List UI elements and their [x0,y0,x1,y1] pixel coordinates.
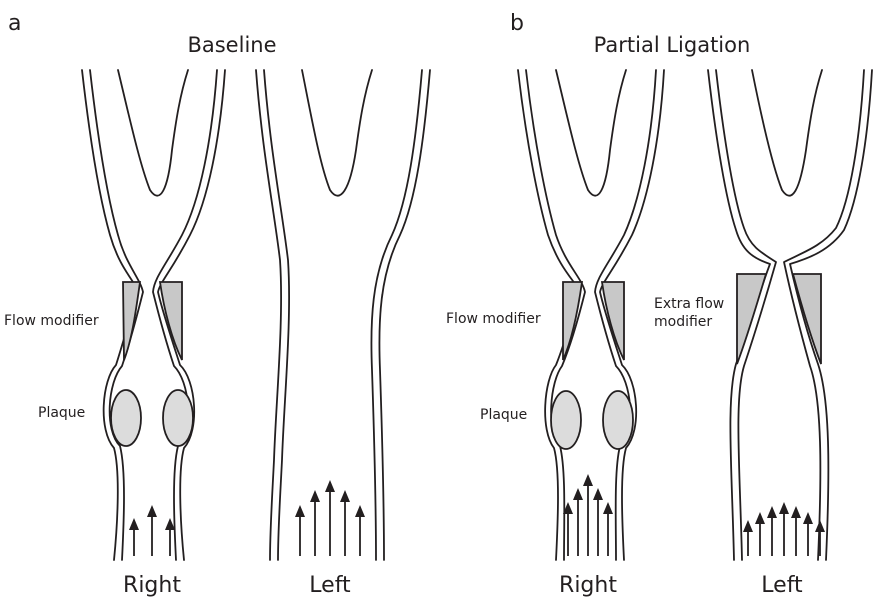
vessel-label-left: Left [309,573,351,598]
vessel-outer-wall-left [256,70,281,560]
plaque-right [603,391,633,449]
vessel-outer-wall-right-inner [371,70,422,560]
flow-arrows-right-a [129,505,175,556]
flow-arrows-left-a [295,480,365,556]
flow-modifier-right [160,282,182,360]
vessel-outer-wall-right [379,70,430,560]
vessel-outer-wall-right [790,70,872,560]
flow-modifier-label: Flow modifier [446,311,541,327]
flow-modifier-left [563,282,582,360]
flow-arrows-left-b [743,502,825,556]
vessel-outer-wall-right-inner [784,70,864,560]
flow-arrows-right-b [563,474,613,556]
flow-modifier-right [602,282,624,360]
panel-a-left-vessel [256,70,430,560]
vessel-outer-wall-right-inner [153,70,217,560]
plaque-label: Plaque [480,407,527,423]
vessel-outer-wall-right-inner [595,70,656,560]
flow-modifier-label: Flow modifier [4,313,99,329]
plaque-left [111,390,141,446]
vessel-bifurcation [752,70,822,196]
extra-flow-modifier-label-line2: modifier [654,314,712,330]
plaque-label: Plaque [38,405,85,421]
vessel-label-right: Right [559,573,617,598]
panel-a-letter: a [8,11,21,36]
plaque-right [163,390,193,446]
extra-flow-modifier-label-line1: Extra flow [654,296,724,312]
vessel-label-left: Left [761,573,803,598]
panel-a-right-vessel [82,70,225,560]
panel-b-letter: b [510,11,524,36]
vessel-label-right: Right [123,573,181,598]
vessel-outer-wall-left-inner [264,70,289,560]
vessel-bifurcation [118,70,188,196]
extra-flow-modifier-left [737,274,766,364]
vessel-bifurcation [302,70,372,196]
panel-b: b Partial Ligation Flow modifier Plaque [446,11,872,598]
panel-a: a Baseline Flow modifier Plaque [4,11,430,598]
flow-modifier-left [123,282,140,360]
plaque-left [551,391,581,449]
panel-b-title: Partial Ligation [594,33,751,57]
panel-a-title: Baseline [187,33,276,57]
panel-b-left-vessel [708,70,872,560]
vessel-bifurcation [556,70,626,196]
